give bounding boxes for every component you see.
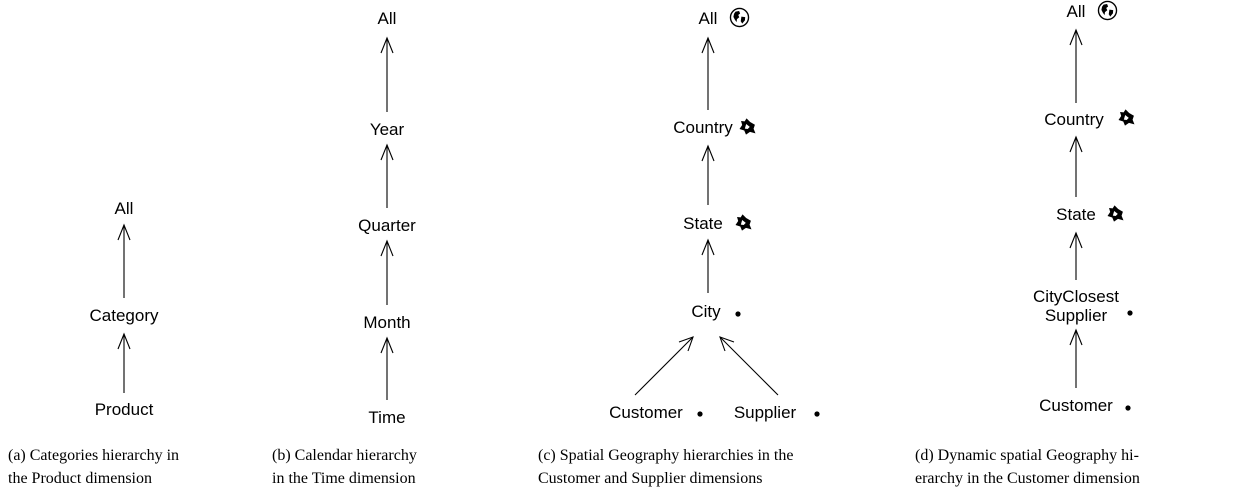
edge-time-to-month <box>380 336 394 400</box>
caption-line-1: (b) Calendar hierarchy <box>272 447 417 464</box>
level-quarter: Quarter <box>358 216 416 235</box>
edge-cityclosest-to-state <box>1069 231 1083 280</box>
globe-icon <box>1097 0 1118 21</box>
region-icon <box>1118 109 1135 126</box>
edge-state-to-country <box>701 144 715 205</box>
level-customer: Customer <box>609 403 683 422</box>
level-all: All <box>378 9 397 28</box>
edge-country-to-all <box>701 36 715 110</box>
region-icon <box>739 118 756 135</box>
region-icon <box>735 214 752 231</box>
level-supplier: Supplier <box>734 403 797 422</box>
edge-city-to-state <box>701 238 715 293</box>
globe-icon <box>729 7 750 28</box>
level-country: Country <box>673 118 733 137</box>
level-country: Country <box>1044 110 1104 129</box>
edge-month-to-quarter <box>380 239 394 305</box>
panel-a-categories-hierarchy: All Category Product (a) Categories hier… <box>8 199 179 487</box>
point-icon <box>814 411 820 417</box>
edge-customer-to-city <box>634 336 694 396</box>
level-all: All <box>115 199 134 218</box>
edge-country-to-all <box>1069 28 1083 103</box>
panel-c-spatial-geography-hierarchies: All Country State City Customer Supplier <box>538 7 820 487</box>
caption-line-2: in the Time dimension <box>272 470 416 487</box>
level-time: Time <box>368 408 405 427</box>
caption-line-1: (c) Spatial Geography hierarchies in the <box>538 447 793 464</box>
level-all: All <box>1067 2 1086 21</box>
level-city: City <box>691 302 721 321</box>
edge-state-to-country <box>1069 135 1083 197</box>
level-year: Year <box>370 120 405 139</box>
level-category: Category <box>90 306 159 325</box>
edge-product-to-category <box>117 332 131 393</box>
level-state: State <box>1056 205 1096 224</box>
level-city-closest-line-2: Supplier <box>1045 306 1108 325</box>
level-all: All <box>699 9 718 28</box>
point-icon <box>735 311 741 317</box>
edge-supplier-to-city <box>719 336 779 396</box>
caption-line-2: the Product dimension <box>8 470 152 487</box>
caption-line-1: (a) Categories hierarchy in <box>8 447 179 464</box>
edge-year-to-all <box>380 36 394 112</box>
level-city-closest-line-1: CityClosest <box>1033 287 1119 306</box>
edge-customer-to-cityclosest <box>1069 328 1083 388</box>
level-month: Month <box>363 313 410 332</box>
level-product: Product <box>95 400 154 419</box>
point-icon <box>1125 405 1131 411</box>
edge-category-to-all <box>117 223 131 298</box>
caption-line-2: erarchy in the Customer dimension <box>915 470 1140 487</box>
level-state: State <box>683 214 723 233</box>
edge-quarter-to-year <box>380 143 394 208</box>
point-icon <box>697 411 703 417</box>
panel-b-calendar-hierarchy: All Year Quarter Month Time (b) Calendar… <box>272 9 417 487</box>
region-icon <box>1107 205 1124 222</box>
point-icon <box>1127 310 1133 316</box>
caption-line-2: Customer and Supplier dimensions <box>538 470 762 487</box>
level-customer: Customer <box>1039 396 1113 415</box>
panel-d-dynamic-spatial-geography-hierarchy: All Country State CityClosest Supplier C… <box>915 0 1140 487</box>
caption-line-1: (d) Dynamic spatial Geography hi- <box>915 447 1139 464</box>
